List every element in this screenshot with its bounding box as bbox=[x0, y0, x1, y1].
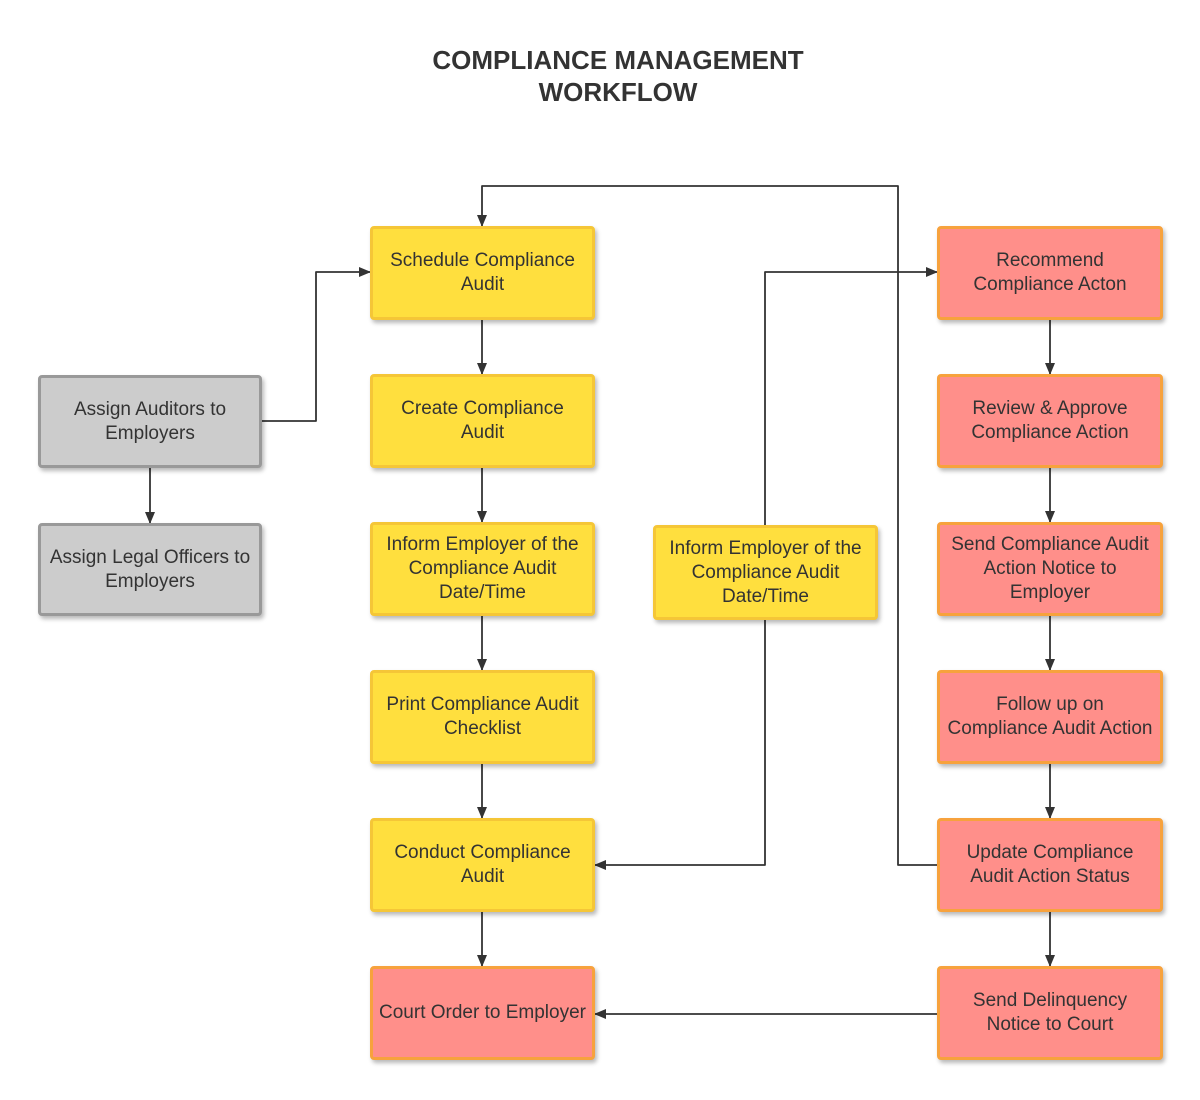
node-label: Schedule Compliance Audit bbox=[390, 250, 575, 295]
node-create-audit[interactable]: Create Compliance Audit bbox=[370, 374, 595, 468]
node-label: Inform Employer of the Compliance Audit … bbox=[669, 537, 862, 607]
node-label: Print Compliance Audit Checklist bbox=[386, 694, 579, 739]
node-label: Review & Approve Compliance Action bbox=[971, 398, 1129, 443]
node-inform-employer-2[interactable]: Inform Employer of the Compliance Audit … bbox=[653, 525, 878, 620]
connector-inform2-to-recommend bbox=[764, 267, 938, 527]
node-schedule-audit[interactable]: Schedule Compliance Audit bbox=[370, 226, 595, 320]
node-label: Conduct Compliance Audit bbox=[394, 842, 571, 887]
node-label: Send Compliance Audit Action Notice to E… bbox=[951, 534, 1149, 603]
node-assign-legal-officers[interactable]: Assign Legal Officers to Employers bbox=[38, 523, 262, 616]
node-update-status[interactable]: Update Compliance Audit Action Status bbox=[937, 818, 1163, 912]
node-label: Recommend Compliance Acton bbox=[973, 250, 1127, 295]
connector-inform2-to-conduct bbox=[594, 620, 766, 870]
node-label: Update Compliance Audit Action Status bbox=[966, 842, 1134, 887]
node-send-action-notice[interactable]: Send Compliance Audit Action Notice to E… bbox=[937, 522, 1163, 616]
page-title: COMPLIANCE MANAGEMENT WORKFLOW bbox=[300, 44, 936, 108]
node-label: Assign Legal Officers to Employers bbox=[49, 546, 251, 592]
node-label: Inform Employer of the Compliance Audit … bbox=[386, 534, 579, 603]
node-inform-employer-1[interactable]: Inform Employer of the Compliance Audit … bbox=[370, 522, 595, 616]
node-label: Follow up on Compliance Audit Action bbox=[947, 694, 1153, 739]
node-label: Court Order to Employer bbox=[379, 1002, 586, 1023]
node-court-order[interactable]: Court Order to Employer bbox=[370, 966, 595, 1060]
node-label: Assign Auditors to Employers bbox=[73, 398, 227, 444]
node-send-delinquency[interactable]: Send Delinquency Notice to Court bbox=[937, 966, 1163, 1060]
node-follow-up[interactable]: Follow up on Compliance Audit Action bbox=[937, 670, 1163, 764]
node-label: Send Delinquency Notice to Court bbox=[972, 990, 1128, 1035]
connector-auditors-to-schedule bbox=[262, 267, 371, 422]
connector-update-to-schedule bbox=[477, 185, 938, 866]
node-review-approve[interactable]: Review & Approve Compliance Action bbox=[937, 374, 1163, 468]
node-print-checklist[interactable]: Print Compliance Audit Checklist bbox=[370, 670, 595, 764]
node-recommend-action[interactable]: Recommend Compliance Acton bbox=[937, 226, 1163, 320]
title-line-1: COMPLIANCE MANAGEMENT bbox=[432, 45, 804, 75]
node-label: Create Compliance Audit bbox=[401, 398, 564, 443]
title-line-2: WORKFLOW bbox=[538, 77, 698, 107]
node-conduct-audit[interactable]: Conduct Compliance Audit bbox=[370, 818, 595, 912]
node-assign-auditors[interactable]: Assign Auditors to Employers bbox=[38, 375, 262, 468]
